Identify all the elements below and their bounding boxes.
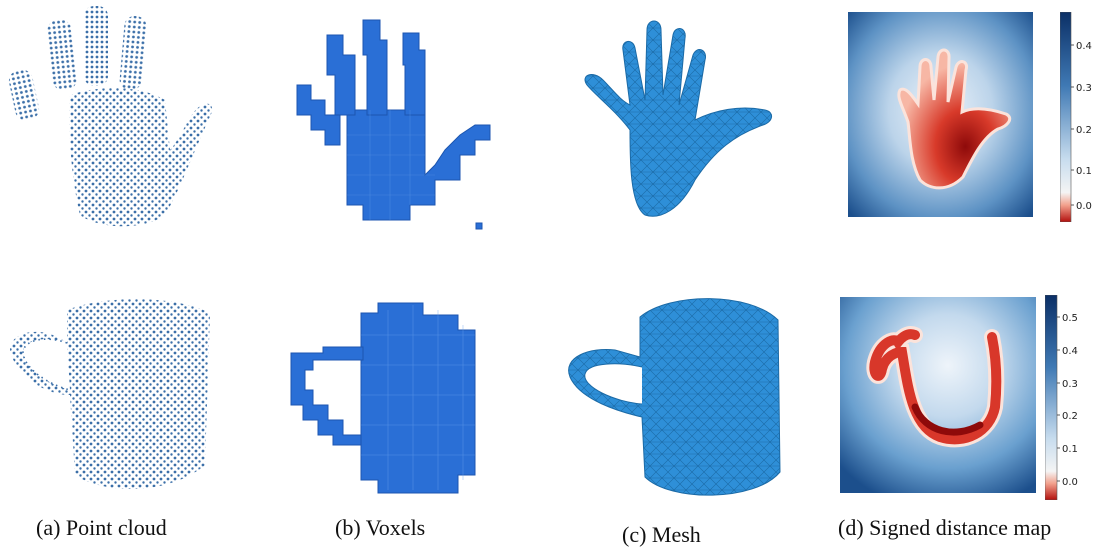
caption-voxels: (b) Voxels	[335, 515, 425, 541]
hand-point-cloud	[0, 0, 230, 240]
colorbar-tick: 0.5	[1062, 313, 1078, 324]
hand-colorbar: 0.4 0.3 0.2 0.1 0.0	[1060, 12, 1098, 222]
hand-voxels	[285, 15, 505, 240]
mug-sdf	[840, 297, 1036, 493]
colorbar-tick: 0.0	[1076, 201, 1092, 212]
caption-mesh: (c) Mesh	[622, 522, 701, 548]
colorbar-tick: 0.2	[1076, 125, 1092, 136]
mug-colorbar: 0.5 0.4 0.3 0.2 0.1 0.0	[1045, 295, 1098, 500]
colorbar-tick: 0.4	[1076, 41, 1092, 52]
colorbar-tick: 0.0	[1062, 477, 1078, 488]
colorbar-tick: 0.1	[1076, 166, 1092, 177]
colorbar-tick: 0.3	[1076, 83, 1092, 94]
colorbar-tick: 0.2	[1062, 411, 1078, 422]
mug-mesh	[560, 292, 790, 502]
mug-voxels	[283, 295, 493, 495]
mug-point-cloud	[5, 295, 215, 495]
hand-mesh	[575, 10, 785, 225]
colorbar-tick: 0.3	[1062, 379, 1078, 390]
colorbar-tick: 0.4	[1062, 346, 1078, 357]
caption-signed-distance-map: (d) Signed distance map	[838, 515, 1051, 541]
caption-point-cloud: (a) Point cloud	[36, 515, 167, 541]
colorbar-tick: 0.1	[1062, 444, 1078, 455]
hand-sdf	[848, 12, 1033, 217]
